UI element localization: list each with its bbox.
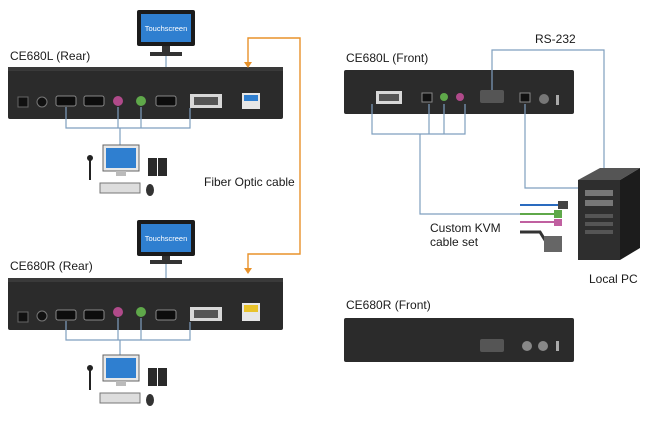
touchscreen-bottom-label: Touchscreen bbox=[145, 234, 188, 243]
ce680r-rear-label: CE680R (Rear) bbox=[10, 259, 93, 273]
ce680l-rear-connections bbox=[65, 107, 191, 145]
ce680r-front-device bbox=[344, 318, 574, 362]
fiber-optic-line bbox=[247, 37, 301, 270]
touchscreen-bottom: Touchscreen bbox=[137, 220, 195, 264]
rs232-line bbox=[491, 49, 605, 170]
workstation-top bbox=[87, 144, 167, 196]
custom-kvm-label-line2: cable set bbox=[430, 235, 479, 249]
ce680l-front-connections bbox=[371, 104, 580, 215]
workstation-bottom bbox=[87, 354, 167, 406]
ce680r-front-label: CE680R (Front) bbox=[346, 298, 431, 312]
ce680l-front-label: CE680L (Front) bbox=[346, 51, 428, 65]
touchscreen-top: Touchscreen bbox=[137, 10, 195, 56]
kvm-cable-set bbox=[520, 201, 568, 252]
touchscreen-top-label: Touchscreen bbox=[145, 24, 188, 33]
fiber-optic-label: Fiber Optic cable bbox=[204, 175, 295, 189]
ce680r-rear-connections bbox=[65, 318, 191, 355]
local-pc-label: Local PC bbox=[589, 272, 638, 286]
custom-kvm-label-line1: Custom KVM bbox=[430, 221, 501, 235]
local-pc-icon bbox=[578, 168, 640, 260]
ce680l-rear-label: CE680L (Rear) bbox=[10, 49, 90, 63]
rs232-label: RS-232 bbox=[535, 32, 576, 46]
ce680l-rear-device bbox=[8, 67, 283, 119]
ce680l-front-device bbox=[344, 70, 574, 114]
ce680r-rear-device bbox=[8, 278, 283, 330]
